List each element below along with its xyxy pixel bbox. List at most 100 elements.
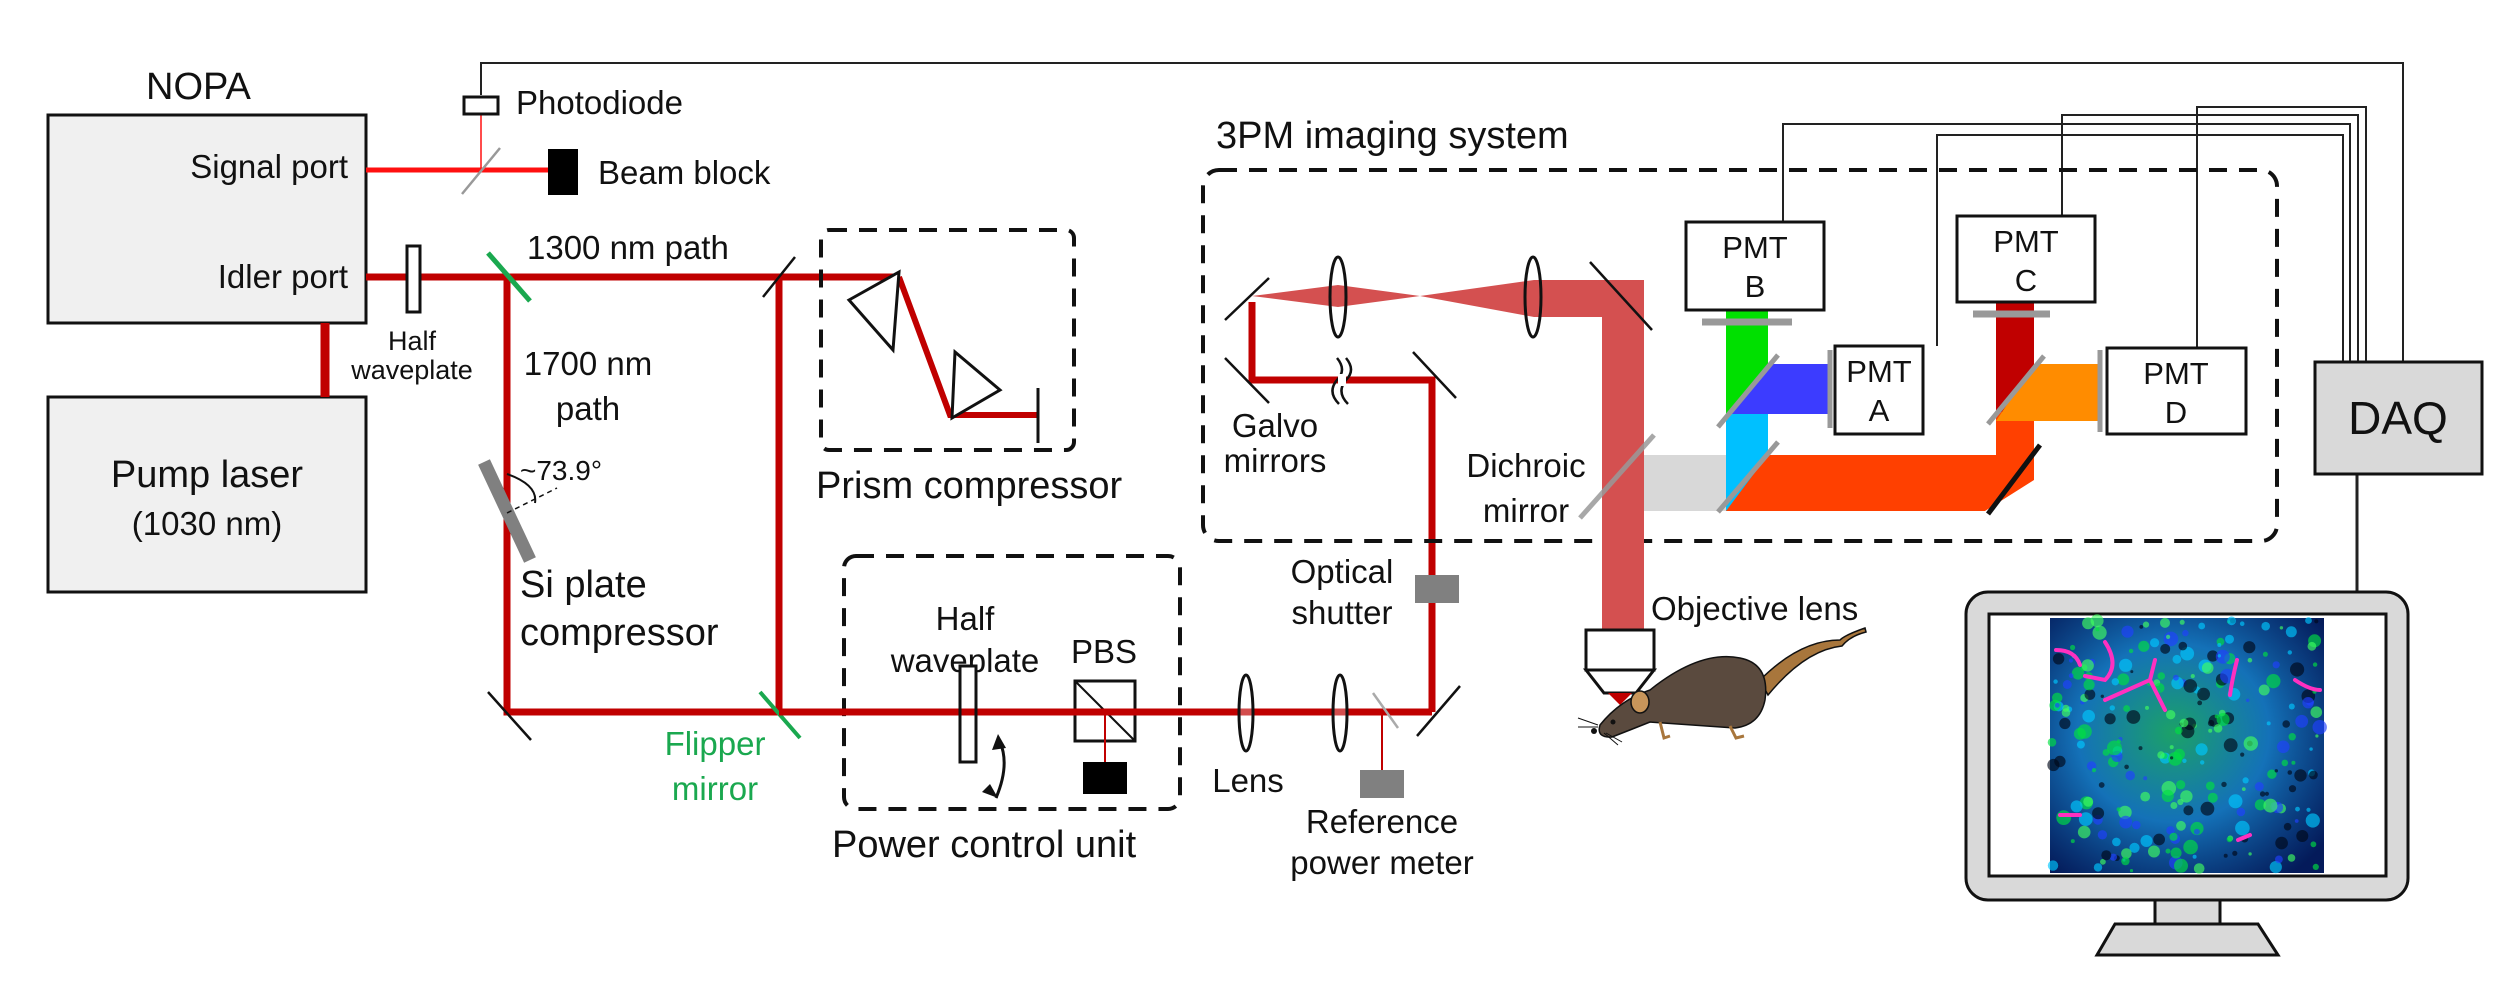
microscopy-texture-dot bbox=[2121, 625, 2134, 638]
microscopy-texture-dot bbox=[2109, 853, 2117, 861]
pump-laser-box bbox=[46, 395, 368, 594]
objective-lens bbox=[1582, 628, 1658, 705]
microscopy-texture-dot bbox=[2307, 641, 2317, 651]
pmt-d-box bbox=[2105, 346, 2248, 436]
microscopy-texture-dot bbox=[2275, 836, 2288, 850]
microscopy-texture-dot bbox=[2236, 807, 2246, 817]
microscopy-texture-dot bbox=[2093, 863, 2103, 872]
microscopy-texture-dot bbox=[2095, 627, 2100, 632]
prism-compressor-box bbox=[819, 228, 1076, 452]
microscopy-texture-dot bbox=[2166, 634, 2171, 640]
wire-pmt-b bbox=[1782, 123, 2351, 362]
microscopy-texture-dot bbox=[2078, 812, 2093, 826]
optical-shutter-label-1: Optical bbox=[1291, 553, 1394, 590]
si-plate bbox=[478, 459, 536, 563]
microscopy-texture-dot bbox=[2288, 733, 2296, 741]
microscopy-texture-dot bbox=[2047, 758, 2060, 772]
green-dichroic-mirror bbox=[486, 251, 532, 303]
microscopy-texture-dot bbox=[2174, 726, 2183, 735]
tube-lens bbox=[1523, 255, 1543, 339]
microscopy-texture-dot bbox=[2225, 634, 2234, 644]
objective-body bbox=[1584, 628, 1656, 672]
optical-shutter-label-2: shutter bbox=[1292, 594, 1393, 631]
microscopy-texture-dot bbox=[2128, 648, 2134, 654]
microscopy-texture-dot bbox=[2243, 641, 2256, 654]
microscopy-texture-dot bbox=[2084, 689, 2096, 700]
microscopy-texture-dot bbox=[2150, 638, 2160, 648]
idler-port-label: Idler port bbox=[218, 258, 348, 295]
microscopy-texture-dot bbox=[2223, 738, 2238, 753]
microscopy-texture-dot bbox=[2283, 822, 2292, 831]
corner-mirror-bottom-right bbox=[1416, 685, 1461, 737]
optical-shutter bbox=[1415, 575, 1459, 603]
mouse-tail bbox=[1759, 627, 1867, 697]
path-1300-label: 1300 nm path bbox=[527, 229, 729, 266]
microscopy-texture-dot bbox=[2180, 790, 2193, 803]
microscopy-texture-dot bbox=[2266, 721, 2271, 726]
half-waveplate-1-label-2: waveplate bbox=[350, 355, 473, 385]
microscopy-texture-dot bbox=[2207, 792, 2218, 803]
si-plate-normal bbox=[506, 487, 558, 514]
microscopy-texture-dot bbox=[2111, 678, 2119, 686]
microscopy-texture-dot bbox=[2305, 617, 2312, 624]
microscopy-texture-dot bbox=[2272, 661, 2280, 669]
microscopy-texture-dot bbox=[2294, 819, 2299, 823]
microscopy-texture-dot bbox=[2142, 621, 2150, 628]
microscopy-texture-dot bbox=[2177, 798, 2184, 806]
microscopy-texture-dot bbox=[2227, 616, 2237, 626]
microscopy-texture-dot bbox=[2160, 617, 2170, 628]
focus-cone bbox=[1608, 693, 1632, 705]
microscopy-texture-dot bbox=[2077, 825, 2091, 839]
microscopy-texture-dot bbox=[2282, 720, 2290, 728]
microscopy-texture-dot bbox=[2100, 694, 2104, 698]
pump-laser-label: Pump laser bbox=[111, 454, 304, 496]
microscopy-texture-dot bbox=[2148, 845, 2160, 858]
scan-lens bbox=[1328, 255, 1348, 339]
rotation-arrow bbox=[994, 741, 1006, 799]
pmt-b-label-1: PMT bbox=[1722, 230, 1788, 265]
microscopy-texture-dot bbox=[2201, 662, 2214, 674]
microscopy-texture-dot bbox=[2053, 679, 2058, 684]
reference-pickoff bbox=[1371, 692, 1400, 729]
mouse-eye bbox=[1610, 719, 1616, 725]
microscopy-texture-dot bbox=[2121, 848, 2132, 859]
dichroic-b-a bbox=[1716, 353, 1780, 429]
half-waveplate-2-front bbox=[958, 664, 978, 764]
microscopy-texture-dot bbox=[2140, 835, 2153, 847]
microscopy-texture-dot bbox=[2059, 717, 2071, 730]
microscopy-texture-dot bbox=[2082, 709, 2095, 723]
pbs-label: PBS bbox=[1071, 633, 1137, 670]
microscopy-texture-dot bbox=[2161, 789, 2174, 803]
beam-to-galvo bbox=[1248, 302, 1436, 712]
signal-port-label: Signal port bbox=[190, 148, 348, 185]
mirror-1700-bottom bbox=[487, 691, 532, 741]
gray-emission-beam bbox=[1644, 455, 1726, 511]
microscopy-texture-dot bbox=[2254, 799, 2266, 811]
microscopy-texture-dot bbox=[2071, 667, 2085, 680]
daq-label: DAQ bbox=[2348, 392, 2448, 444]
microscopy-texture-dot bbox=[2054, 702, 2060, 708]
microscopy-texture-dot bbox=[2176, 820, 2186, 831]
microscopy-texture-dot bbox=[2190, 674, 2195, 679]
microscopy-texture-dot bbox=[2247, 657, 2253, 663]
pbs-beam-block bbox=[1083, 762, 1127, 794]
pmt-b: PMT B bbox=[1684, 220, 1826, 312]
microscopy-texture-dot bbox=[2285, 626, 2297, 638]
prism-beam bbox=[896, 275, 1038, 418]
microscopy-texture-dot bbox=[2125, 770, 2135, 781]
microscopy-texture-dot bbox=[2259, 791, 2266, 797]
microscopy-texture-dot bbox=[2056, 810, 2072, 825]
microscopy-texture-dot bbox=[2145, 705, 2149, 710]
microscopy-texture-dot bbox=[2213, 724, 2223, 733]
reference-power-meter-label-1: Reference bbox=[1306, 803, 1458, 840]
pmt-d-label-1: PMT bbox=[2143, 356, 2209, 391]
imaging-system-box bbox=[1201, 168, 2279, 543]
microscopy-texture-dot bbox=[2143, 776, 2148, 781]
blood-vessel-mark bbox=[2054, 648, 2082, 667]
monitor-stand-base bbox=[2094, 922, 2281, 957]
microscopy-texture-dot bbox=[2312, 662, 2318, 667]
pickoff-mirror bbox=[461, 147, 501, 195]
microscopy-texture-dot bbox=[2116, 807, 2121, 812]
mouse-illustration bbox=[1577, 627, 1867, 746]
